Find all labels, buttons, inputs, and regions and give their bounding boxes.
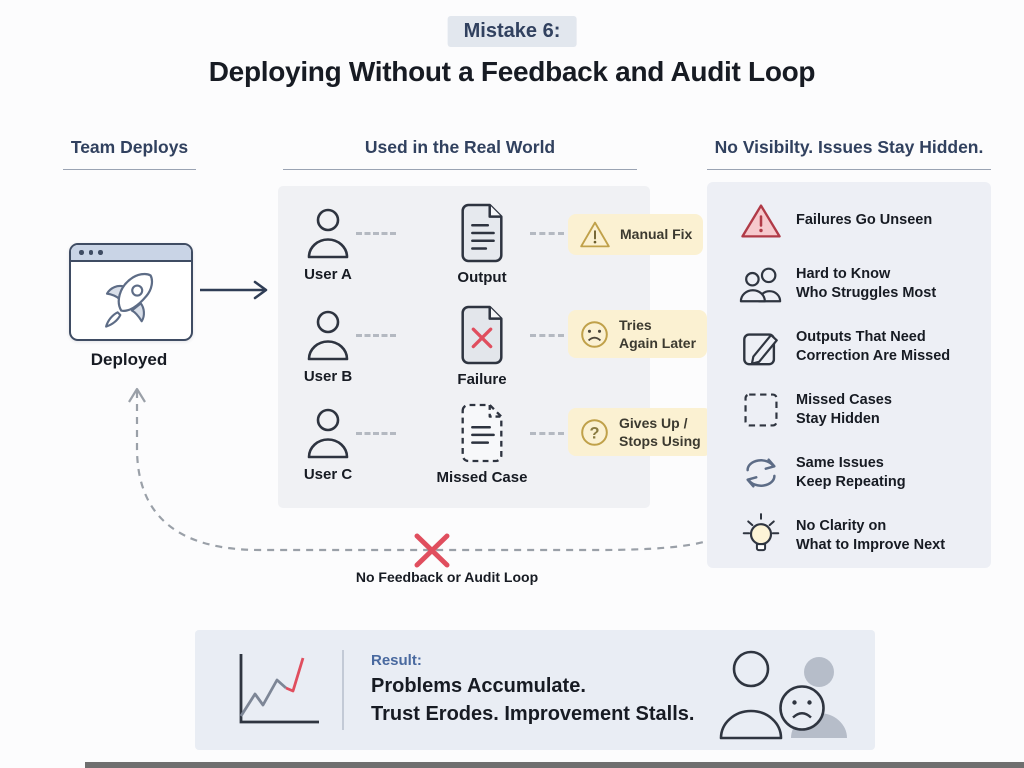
document-label: Failure <box>457 371 507 388</box>
column-heading-real-world: Used in the Real World <box>283 137 637 170</box>
lightbulb-icon <box>742 513 780 552</box>
warning-triangle-icon <box>580 221 610 248</box>
window-dot-icon <box>79 250 84 255</box>
dashed-connector <box>530 432 564 435</box>
outcome-text: Tries Again Later <box>619 317 697 352</box>
mistake-badge: Mistake 6: <box>447 16 577 47</box>
issue-text: Failures Go Unseen <box>796 212 933 229</box>
question-circle-icon: ? <box>581 418 608 446</box>
user-label: User A <box>304 266 352 283</box>
user-flow-row: User A Output Manual Fix <box>300 202 704 286</box>
real-world-panel: User A Output Manual Fix <box>278 186 712 508</box>
outcome-badge: ? Gives Up / Stops Using <box>568 408 712 457</box>
dashed-box-icon <box>744 393 778 427</box>
user-label: User C <box>303 466 353 483</box>
window-titlebar <box>71 245 191 262</box>
no-feedback-x-icon <box>414 533 450 568</box>
result-line-2: Trust Erodes. Improvement Stalls. <box>371 703 695 725</box>
issue-item: No Clarity on What to Improve Next <box>739 511 991 561</box>
result-line-1: Problems Accumulate. <box>371 675 586 697</box>
missed-case-document-icon <box>461 403 503 463</box>
issue-item: Hard to Know Who Struggles Most <box>739 259 991 309</box>
issue-text: Outputs That Need Correction Are Missed <box>796 328 951 364</box>
dashed-connector <box>356 232 396 235</box>
dashed-connector <box>356 334 396 337</box>
issue-text: No Clarity on What to Improve Next <box>796 517 946 553</box>
person-icon <box>307 408 349 459</box>
svg-text:?: ? <box>589 424 599 442</box>
deployed-app-window <box>69 243 193 341</box>
deploy-arrow-icon <box>200 280 268 300</box>
issue-item: Outputs That Need Correction Are Missed <box>739 322 991 372</box>
divider <box>342 650 344 730</box>
outcome-badge: Manual Fix <box>568 214 704 255</box>
feedback-label: No Feedback or Audit Loop <box>355 569 539 585</box>
outcome-badge: Tries Again Later <box>568 310 708 359</box>
people-icon <box>739 267 782 303</box>
issue-text: Missed Cases Stay Hidden <box>796 391 892 427</box>
bottom-bar-artifact <box>85 762 1024 768</box>
issue-text: Same Issues Keep Repeating <box>796 454 906 490</box>
sad-face-icon <box>581 320 608 348</box>
issue-text: Hard to Know Who Struggles Most <box>796 265 937 301</box>
window-dot-icon <box>98 250 103 255</box>
dashed-connector <box>530 232 564 235</box>
result-label: Result: <box>371 652 422 669</box>
outcome-text: Gives Up / Stops Using <box>619 415 701 450</box>
document-label: Missed Case <box>436 469 528 486</box>
dashed-connector <box>356 432 396 435</box>
page-title: Deploying Without a Feedback and Audit L… <box>208 56 816 87</box>
column-heading-team-deploys: Team Deploys <box>63 137 196 170</box>
deployed-label: Deployed <box>90 350 168 369</box>
rocket-icon <box>105 272 154 328</box>
output-document-icon <box>461 203 503 263</box>
user-flow-row: User B Failure Tri <box>300 304 708 388</box>
trend-chart-icon <box>239 654 319 724</box>
document-label: Output <box>457 269 507 286</box>
frustrated-users-icon <box>719 650 847 740</box>
edit-note-icon <box>743 333 778 366</box>
user-flow-row: User C Missed Case ? Gives Up / <box>300 402 712 486</box>
column-heading-no-visibility: No Visibilty. Issues Stay Hidden. <box>707 137 991 170</box>
dashed-connector <box>530 334 564 337</box>
repeat-arrows-icon <box>746 458 776 488</box>
user-label: User B <box>303 368 353 385</box>
issue-item: Failures Go Unseen <box>739 196 991 246</box>
person-icon <box>307 208 349 259</box>
outcome-text: Manual Fix <box>620 226 693 243</box>
issue-item: Missed Cases Stay Hidden <box>739 385 991 435</box>
alert-triangle-icon <box>741 204 781 238</box>
result-panel: Result: Problems Accumulate. Trust Erode… <box>195 630 875 750</box>
window-dot-icon <box>88 250 93 255</box>
person-icon <box>307 310 349 361</box>
issues-panel: Failures Go Unseen Hard to Know Who Stru… <box>707 182 991 568</box>
issue-item: Same Issues Keep Repeating <box>739 448 991 498</box>
failure-document-icon <box>461 305 503 365</box>
